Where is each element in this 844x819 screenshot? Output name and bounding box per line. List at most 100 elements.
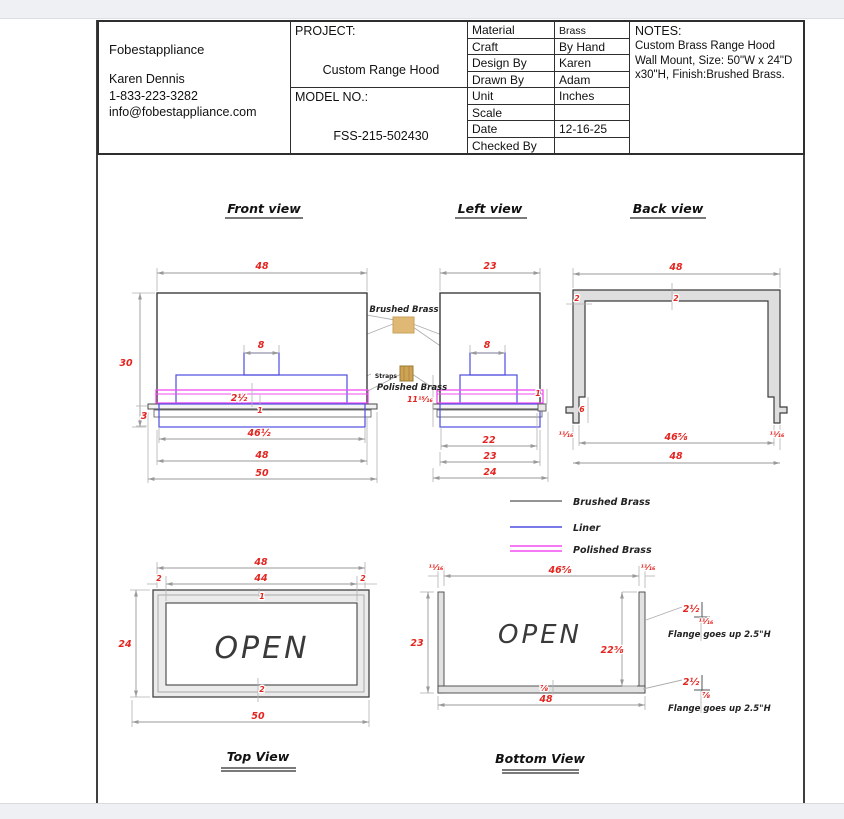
field-row-drawn-by: Drawn By Adam xyxy=(468,71,629,88)
dim-left-top-depth: 23 xyxy=(483,261,497,272)
dim-back-bottom-left: ¹¹⁄₁₆ xyxy=(559,430,575,439)
callout1-flange: 2½ xyxy=(683,604,700,615)
field-row-craft: Craft By Hand xyxy=(468,38,629,55)
left-base-bar xyxy=(432,403,546,410)
company-info: Fobestappliance Karen Dennis 1-833-223-3… xyxy=(99,22,290,153)
top-view-opening xyxy=(165,602,358,686)
flange-callout-2: 2½ ⅞ Flange goes up 2.5"H xyxy=(668,675,771,714)
dim-front-base-height: 3 xyxy=(141,411,148,422)
dim-back-inner-width: 46⅝ xyxy=(663,432,687,443)
dim-left-total-depth: 24 xyxy=(483,467,497,478)
dim-front-height: 30 xyxy=(119,358,133,369)
legend-polished-label: Polished Brass xyxy=(573,545,652,556)
legend-liner-label: Liner xyxy=(573,523,602,534)
material-callouts: Brushed Brass Straps Polished Brass xyxy=(369,305,447,393)
polished-brass-label: Polished Brass xyxy=(377,383,447,393)
bottom-right-wall xyxy=(638,591,646,694)
dim-back-bottom-width: 48 xyxy=(668,451,683,462)
back-channel-frame xyxy=(565,289,788,424)
top-dimension-lines xyxy=(130,562,377,727)
dim-top-total-width: 50 xyxy=(251,711,265,722)
front-view-title: Front view xyxy=(227,201,301,216)
contact-name: Karen Dennis xyxy=(109,72,185,86)
project-cell: PROJECT: Custom Range Hood xyxy=(291,22,467,88)
dim-top-inner-width: 44 xyxy=(253,573,268,584)
dim-top-rim-right: 2 xyxy=(360,574,365,583)
top-view: OPEN 48 44 2 2 xyxy=(117,556,377,772)
dim-bottom-inner-depth: 22⅜ xyxy=(600,645,623,656)
bottom-band xyxy=(0,803,844,819)
field-row-unit: Unit Inches xyxy=(468,88,629,105)
left-polished-band xyxy=(436,389,544,404)
field-row-design-by: Design By Karen xyxy=(468,55,629,72)
dim-front-top-width: 48 xyxy=(254,261,269,272)
flange-callout-1: 2½ ¹¹⁄₁₆ Flange goes up 2.5"H xyxy=(668,602,771,641)
dim-front-total-width: 50 xyxy=(255,468,269,479)
project-label: PROJECT: xyxy=(295,24,356,38)
dim-bottom-wall-left: ¹¹⁄₁₆ xyxy=(429,563,445,572)
left-view-title: Left view xyxy=(458,201,523,216)
field-row-material: Material Brass xyxy=(468,22,629,39)
front-dimension-lines xyxy=(132,268,378,483)
dim-top-rim-bottom: 2 xyxy=(259,685,264,694)
company-name: Fobestappliance xyxy=(109,42,205,57)
model-label: MODEL NO.: xyxy=(295,90,369,104)
contact-phone: 1-833-223-3282 xyxy=(109,88,198,103)
bottom-view-title: Bottom View xyxy=(495,751,585,766)
top-open-label: OPEN xyxy=(214,631,309,666)
dim-top-lip: 1 xyxy=(259,592,264,601)
callout2-flange: 2½ xyxy=(683,677,700,688)
left-mount-peg xyxy=(537,403,547,412)
dim-bottom-wall-right: ¹¹⁄₁₆ xyxy=(641,563,657,572)
dim-front-lip: 1 xyxy=(257,406,262,415)
left-view: Left view xyxy=(406,201,549,482)
dim-back-thickness-center: 2 xyxy=(673,294,678,303)
dim-bottom-depth: 23 xyxy=(410,638,424,649)
left-base-lip xyxy=(436,409,543,418)
dim-left-inner-depth: 22 xyxy=(482,435,496,446)
dim-back-bottom-right: ¹¹⁄₁₆ xyxy=(770,430,786,439)
left-base-liner xyxy=(439,403,541,428)
back-view-title: Back view xyxy=(633,201,704,216)
top-band xyxy=(0,0,844,19)
dim-front-body-width: 48 xyxy=(254,450,269,461)
project-value: Custom Range Hood xyxy=(322,63,440,77)
legend-brushed-label: Brushed Brass xyxy=(573,497,651,508)
dim-bottom-wall-bottom: ⅞ xyxy=(540,684,548,693)
spec-fields-table: Material Brass Craft By Hand Design By K… xyxy=(467,22,629,153)
dim-back-top-width: 48 xyxy=(668,262,683,273)
notes-text: Custom Brass Range Hood Wall Mount, Size… xyxy=(635,40,793,82)
dim-left-body-depth: 23 xyxy=(483,451,497,462)
title-block: Fobestappliance Karen Dennis 1-833-223-3… xyxy=(97,20,805,155)
bottom-view: OPEN ¹¹⁄₁ xyxy=(409,562,771,774)
contact-email: info@fobestappliance.com xyxy=(109,105,257,119)
field-row-scale: Scale xyxy=(468,104,629,121)
sheet-border xyxy=(96,20,805,803)
dim-bottom-width: 48 xyxy=(538,694,553,705)
field-row-checked-by: Checked By xyxy=(468,137,629,153)
top-view-title: Top View xyxy=(227,749,290,764)
brushed-brass-swatch xyxy=(392,316,415,334)
left-dimension-lines xyxy=(432,268,549,482)
straps-label: Straps xyxy=(375,373,397,380)
notes-cell: NOTES: Custom Brass Range Hood Wall Moun… xyxy=(629,22,803,153)
model-cell: MODEL NO.: FSS-215-502430 xyxy=(291,88,467,153)
project-model-cells: PROJECT: Custom Range Hood MODEL NO.: FS… xyxy=(290,22,467,153)
dim-left-side-height: 11¹⁵⁄₁₆ xyxy=(407,395,433,404)
notes-label: NOTES: xyxy=(635,24,682,38)
front-base-liner xyxy=(158,403,366,428)
back-dimension-lines xyxy=(566,268,781,465)
dim-top-width: 48 xyxy=(253,557,268,568)
field-row-date: Date 12-16-25 xyxy=(468,121,629,138)
dim-front-inner-width: 46½ xyxy=(246,428,270,439)
callout2-note: Flange goes up 2.5"H xyxy=(668,704,771,714)
dim-back-thickness-left: 2 xyxy=(574,294,579,303)
dim-left-liner-top: 8 xyxy=(484,340,491,351)
model-value: FSS-215-502430 xyxy=(333,129,429,143)
bottom-open-label: OPEN xyxy=(498,620,582,650)
polished-brass-swatch xyxy=(399,365,414,382)
bottom-dimension-lines xyxy=(420,563,683,710)
dim-front-flange: 2½ xyxy=(231,393,248,404)
